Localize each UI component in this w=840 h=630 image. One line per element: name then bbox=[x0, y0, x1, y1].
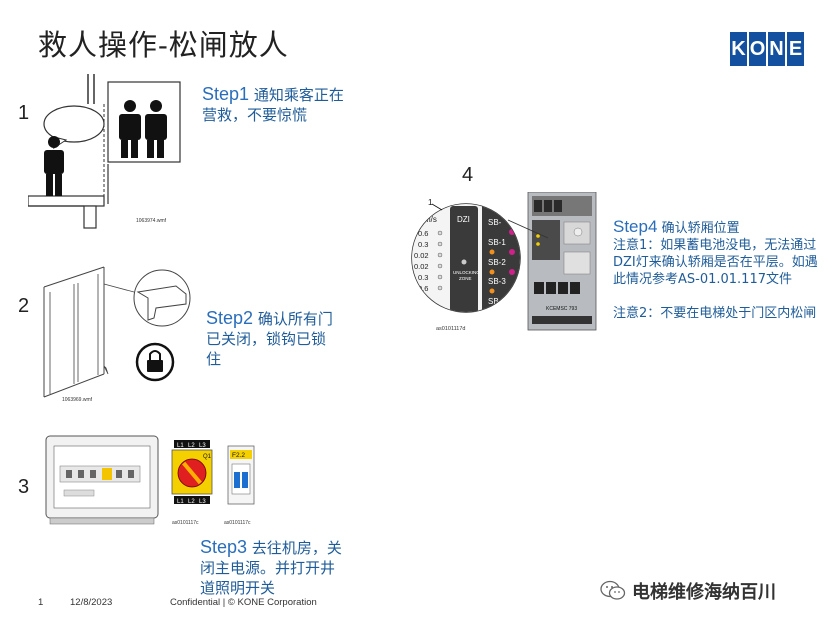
switch-q-label: Q1 bbox=[203, 454, 212, 460]
step1-line-b: 营救，不要惊慌 bbox=[202, 106, 308, 124]
step3-line-c: 道照明开关 bbox=[200, 579, 276, 597]
slide-title: 救人操作-松闸放人 bbox=[38, 28, 289, 62]
dzi-label: DZI bbox=[457, 215, 470, 224]
sb-label: SB- bbox=[488, 218, 502, 227]
step4-note1-b: DZI灯来确认轿厢是否在平层。如遇 bbox=[613, 255, 818, 270]
unlocking-label: UNLOCKING bbox=[453, 270, 480, 275]
switch-bottom-label: L2 bbox=[188, 499, 195, 505]
speed-value: 0.3 bbox=[418, 240, 428, 249]
step2-line-b: 已关闭，锁钩已锁 bbox=[206, 330, 327, 348]
sb-label: SB-2 bbox=[488, 258, 506, 267]
footer-date: 12/8/2023 bbox=[70, 597, 113, 608]
passenger-illustration: 1063974.wmf bbox=[28, 74, 181, 229]
kone-logo: K O N E bbox=[730, 32, 804, 66]
speed-header: D m/s bbox=[416, 215, 437, 224]
unlocking-label: ZONE bbox=[459, 276, 472, 281]
image-caption: as0101117c bbox=[172, 520, 199, 526]
sb-label: SB bbox=[488, 297, 499, 306]
board-label: KCEMSC 793 bbox=[546, 306, 577, 312]
step-number-1: 1 bbox=[18, 102, 30, 124]
wechat-watermark: 电梯维修海纳百川 bbox=[600, 578, 776, 604]
step-number-3: 3 bbox=[18, 476, 30, 498]
step1-text: Step1 通知乘客正在 营救，不要惊慌 bbox=[202, 84, 372, 125]
step3-line-a: 去往机房，关 bbox=[247, 539, 342, 557]
image-caption: 1063974.wmf bbox=[136, 218, 167, 224]
image-caption: as0101117c bbox=[224, 520, 251, 526]
step1-line-a: 通知乘客正在 bbox=[249, 86, 344, 104]
speed-value: 0.02 bbox=[414, 251, 429, 260]
image-caption: 1063969.wmf bbox=[62, 397, 93, 403]
step2-text: Step2 确认所有门 已关闭，锁钩已锁 住 bbox=[206, 308, 356, 369]
sb-label: SB-1 bbox=[488, 238, 506, 247]
step-number-2: 2 bbox=[18, 295, 30, 317]
speed-value: 0.3 bbox=[418, 273, 428, 282]
breaker-label: F2.2 bbox=[232, 452, 245, 459]
image-caption: as0101117d bbox=[436, 326, 465, 332]
footer-confidential: Confidential | © KONE Corporation bbox=[170, 597, 317, 608]
step4-text: Step4 确认轿厢位置 注意1：如果蓄电池没电，无法通过 DZI灯来确认轿厢是… bbox=[613, 218, 840, 322]
step1-heading: Step1 bbox=[202, 84, 250, 104]
logo-letter: N bbox=[768, 32, 785, 66]
switch-bottom-label: L3 bbox=[199, 499, 206, 505]
switch-top-label: L1 bbox=[177, 443, 184, 449]
watermark-text: 电梯维修海纳百川 bbox=[632, 582, 776, 603]
step-number-4: 4 bbox=[462, 164, 474, 186]
step2-line-a: 确认所有门 bbox=[253, 310, 333, 328]
step3-heading: Step3 bbox=[200, 537, 248, 557]
logo-letter: E bbox=[787, 32, 804, 66]
main-switch-illustration: L1 L2 L3 Q1 L1 L2 L3 as0101117c F2.2 as0… bbox=[45, 435, 255, 526]
speed-value: 0.6 bbox=[418, 284, 428, 293]
step4-note1-c: 此情况参考AS-01.01.117文件 bbox=[613, 272, 792, 287]
step4-note1-a: 注意1：如果蓄电池没电，无法通过 bbox=[613, 238, 817, 253]
speed-value: 0.6 bbox=[418, 229, 428, 238]
step4-note2: 注意2：不要在电梯处于门区内松闸 bbox=[613, 306, 817, 321]
logo-letter: O bbox=[749, 32, 766, 66]
switch-bottom-label: L1 bbox=[177, 499, 184, 505]
switch-top-label: L2 bbox=[188, 443, 195, 449]
footer-page-number: 1 bbox=[38, 597, 44, 608]
wechat-icon bbox=[600, 580, 626, 600]
step4-heading: Step4 bbox=[613, 218, 658, 236]
step2-line-c: 住 bbox=[206, 350, 222, 368]
panel-marker: 1 bbox=[428, 198, 433, 207]
logo-letter: K bbox=[730, 32, 747, 66]
speed-value: 0.02 bbox=[414, 262, 429, 271]
step3-text: Step3 去往机房，关 闭主电源。并打开井 道照明开关 bbox=[200, 537, 360, 598]
control-panel-illustration: D m/s 0.6 0.3 0.02 0.02 0.3 0.6 DZI UNLO… bbox=[411, 192, 597, 332]
step3-line-b: 闭主电源。并打开井 bbox=[200, 559, 336, 577]
door-lock-illustration: 1063969.wmf bbox=[43, 266, 191, 403]
switch-top-label: L3 bbox=[199, 443, 206, 449]
step4-line-a: 确认轿厢位置 bbox=[657, 221, 740, 236]
sb-label: SB-3 bbox=[488, 277, 506, 286]
step2-heading: Step2 bbox=[206, 308, 254, 328]
